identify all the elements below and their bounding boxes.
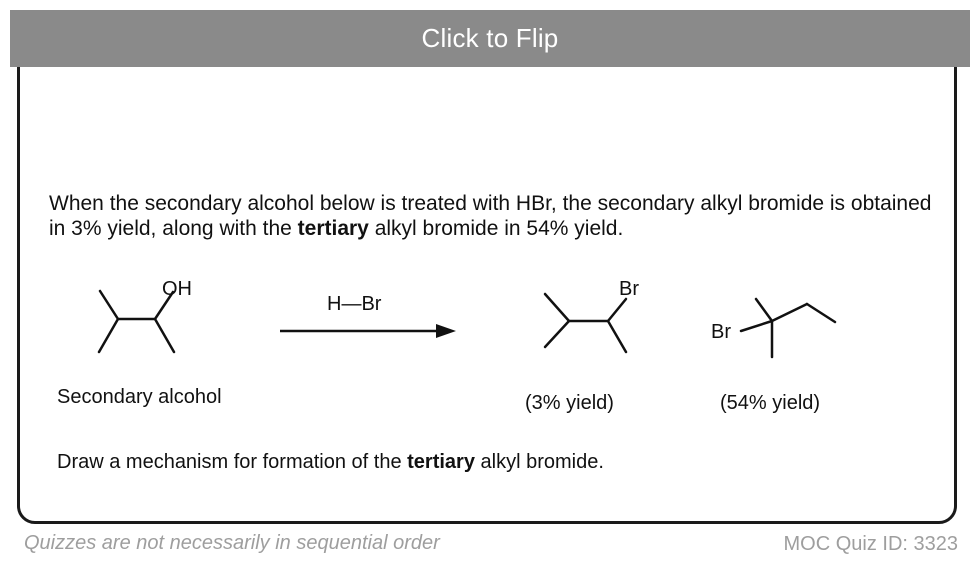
instruction-text: Draw a mechanism for formation of the te… bbox=[57, 451, 604, 474]
product-yield-caption: (54% yield) bbox=[720, 392, 821, 414]
reactant-caption: Secondary alcohol bbox=[57, 386, 222, 408]
question-text-part: When the secondary alcohol below is trea… bbox=[49, 192, 932, 240]
question-text-part: alkyl bromide in 54% yield. bbox=[368, 217, 624, 240]
quiz-order-note: Quizzes are not necessarily in sequentia… bbox=[24, 532, 440, 554]
flashcard[interactable]: When the secondary alcohol below is trea… bbox=[17, 16, 957, 524]
flip-card-label: Click to Flip bbox=[421, 23, 559, 53]
question-text: When the secondary alcohol below is trea… bbox=[49, 191, 949, 241]
bromine-group-label: Br bbox=[711, 321, 731, 343]
instruction-text-part: alkyl bromide. bbox=[474, 451, 604, 473]
hydroxyl-group-label: OH bbox=[162, 278, 192, 300]
secondary-bromide-structure bbox=[543, 292, 628, 354]
reaction-scheme bbox=[97, 289, 837, 359]
instruction-emphasis: tertiary bbox=[407, 451, 475, 473]
flip-card-button[interactable]: Click to Flip bbox=[10, 10, 970, 67]
reagent-label: H—Br bbox=[327, 293, 382, 315]
instruction-text-part: Draw a mechanism for formation of the bbox=[57, 451, 408, 473]
bromine-group-label: Br bbox=[619, 278, 639, 300]
reaction-arrow bbox=[280, 324, 456, 338]
tertiary-bromide-structure bbox=[739, 297, 837, 359]
quiz-id: MOC Quiz ID: 3323 bbox=[783, 533, 958, 555]
product-yield-caption: (3% yield) bbox=[525, 392, 614, 414]
secondary-alcohol-structure bbox=[97, 289, 176, 354]
question-emphasis: tertiary bbox=[297, 217, 369, 240]
